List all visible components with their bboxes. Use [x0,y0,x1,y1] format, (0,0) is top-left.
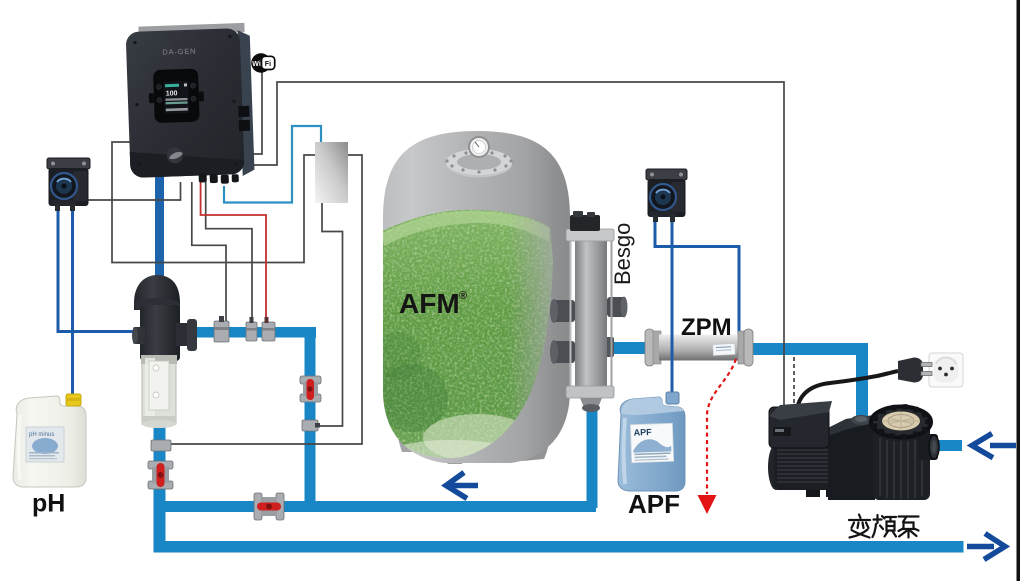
svg-text:Fi: Fi [265,61,271,68]
svg-text:APF: APF [633,427,652,438]
svg-text:ZPM: ZPM [681,314,732,341]
svg-text:pH minus: pH minus [29,432,54,438]
svg-text:Wi: Wi [252,61,261,68]
svg-text:Besgo: Besgo [610,223,635,285]
svg-text:APF: APF [628,489,680,519]
svg-text:pH: pH [32,490,65,518]
svg-text:DA-GEN: DA-GEN [162,47,196,57]
svg-text:®: ® [459,290,467,302]
svg-text:100: 100 [166,90,178,97]
svg-text:AFM: AFM [399,288,460,319]
